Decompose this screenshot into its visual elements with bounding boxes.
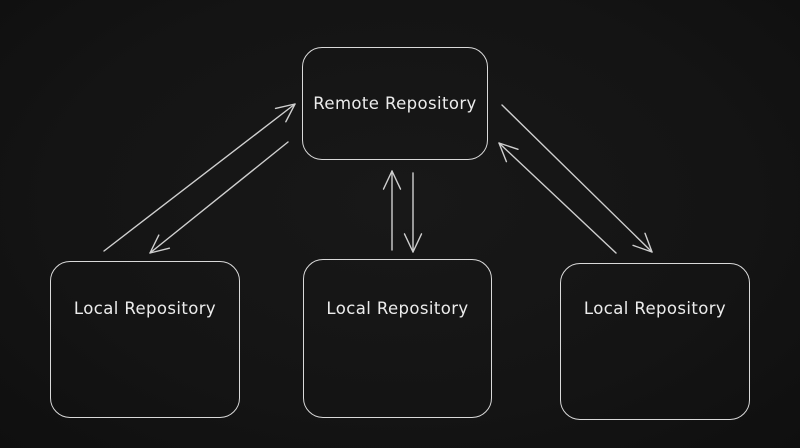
node-local-repository-3[interactable]: Local Repository <box>560 263 750 420</box>
node-label: Remote Repository <box>313 94 477 113</box>
arrow-local1-to-remote[interactable] <box>103 103 296 252</box>
node-label: Local Repository <box>583 299 727 318</box>
node-local-repository-1[interactable]: Local Repository <box>50 261 240 418</box>
arrow-local3-to-remote[interactable] <box>498 142 617 254</box>
arrow-remote-to-local2[interactable] <box>403 172 423 253</box>
node-remote-repository[interactable]: Remote Repository <box>302 47 488 160</box>
arrow-remote-to-local1[interactable] <box>149 141 289 254</box>
node-label: Local Repository <box>326 299 469 318</box>
node-label: Local Repository <box>73 299 217 318</box>
arrow-remote-to-local3[interactable] <box>501 104 653 253</box>
node-local-repository-2[interactable]: Local Repository <box>303 259 492 418</box>
arrow-local2-to-remote[interactable] <box>382 170 402 251</box>
